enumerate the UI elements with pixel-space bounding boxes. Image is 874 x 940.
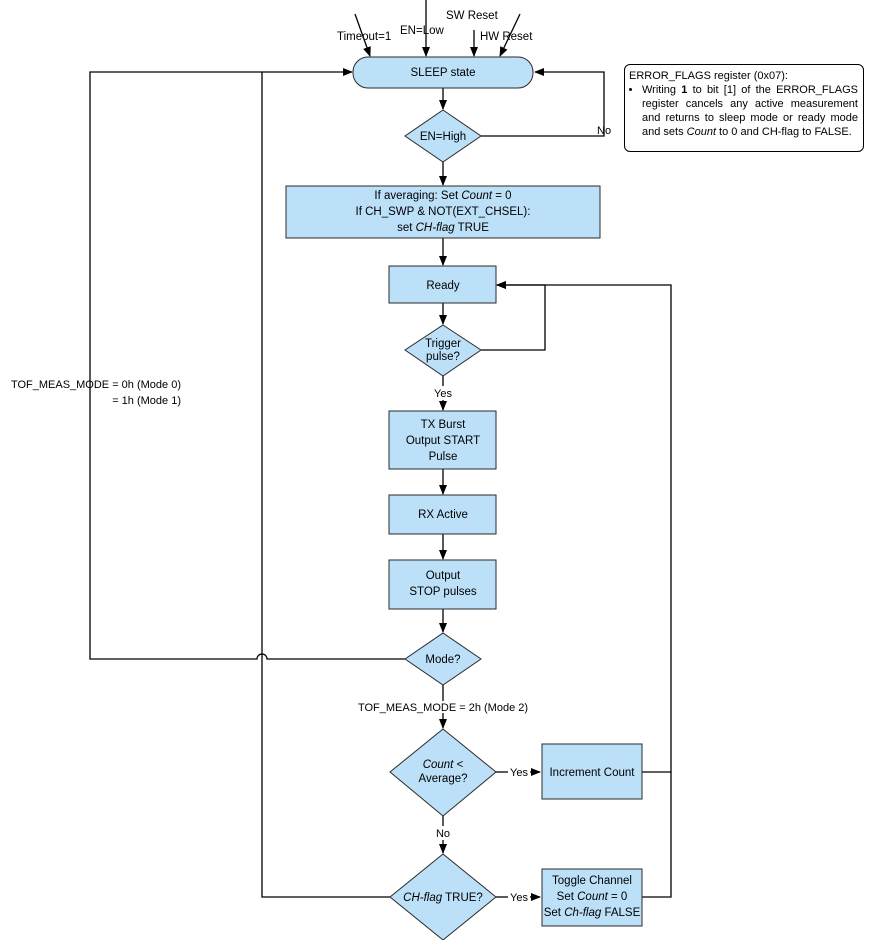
mode-0-1-label-line-2: = 1h (Mode 1): [112, 395, 181, 407]
edge-increment-to-ready: [496, 281, 672, 773]
rx-label: RX Active: [418, 509, 468, 521]
edges: [89, 0, 672, 901]
rx-active-node: [388, 494, 497, 535]
trigger-label-1: Trigger: [425, 338, 461, 350]
tx-label-3: Pulse: [429, 451, 458, 463]
mode-label: Mode?: [425, 654, 460, 666]
count-average-decision: [389, 728, 497, 817]
sleep-label: SLEEP state: [411, 67, 476, 79]
edge-chflag-false-to-sleep: [261, 72, 390, 898]
timeout-label: Timeout=1: [337, 31, 391, 43]
chflag-label: CH-flag TRUE?: [403, 892, 483, 904]
note-text-after: to 0 and CH-flag to FALSE.: [716, 126, 852, 138]
mode-decision: [404, 632, 482, 686]
stop-label-2: STOP pulses: [409, 586, 477, 598]
tx-label-2: Output START: [406, 435, 480, 447]
ready-node: [388, 265, 497, 304]
trigger-pulse-decision: [404, 324, 482, 377]
edge-labels: No Yes TOF_MEAS_MODE = 0h (Mode 0) = 1h …: [11, 125, 611, 904]
mode-2-label: TOF_MEAS_MODE = 2h (Mode 2): [358, 702, 528, 714]
init-line-2: If CH_SWP & NOT(EXT_CHSEL):: [356, 206, 531, 218]
count-label-1: Count <: [423, 759, 464, 771]
tx-burst-node: [388, 410, 497, 470]
edge-mode-0-1-to-sleep: [89, 68, 405, 660]
ready-label: Ready: [426, 280, 459, 292]
count-label-2: Average?: [418, 773, 467, 785]
init-line-1: If averaging: Set Count = 0: [374, 190, 511, 202]
node-labels: SLEEP state EN=High If averaging: Set Co…: [356, 67, 641, 919]
sleep-state-node: [352, 56, 534, 89]
increment-label: Increment Count: [549, 767, 635, 779]
yes-label-trigger: Yes: [434, 388, 452, 400]
edge-timeout-to-sleep: [354, 13, 371, 57]
init-line-3: set CH-flag TRUE: [397, 222, 489, 234]
note-text-middle: to bit [1] of the ERROR_FLAGS register c…: [642, 84, 858, 138]
en-low-label: EN=Low: [400, 25, 444, 37]
increment-count-node: [541, 743, 643, 800]
toggle-label-2: Set Count = 0: [557, 891, 628, 903]
edge-toggle-to-ready: [642, 772, 672, 898]
sw-reset-label: SW Reset: [446, 10, 499, 22]
edge-en-high-no-to-sleep: [481, 68, 605, 137]
no-label-en-high: No: [597, 125, 611, 137]
yes-label-count: Yes: [510, 767, 528, 779]
yes-label-chflag: Yes: [510, 892, 528, 904]
init-process-node: [285, 185, 601, 239]
mode-0-1-label-line-1: TOF_MEAS_MODE = 0h (Mode 0): [11, 379, 181, 391]
output-stop-node: [388, 559, 497, 610]
note-title: ERROR_FLAGS register (0x07):: [629, 70, 788, 82]
chflag-decision: [389, 853, 497, 940]
edge-hw-reset-to-sleep: [499, 13, 521, 57]
no-label-count: No: [436, 828, 450, 840]
note-italic-var: Count: [686, 126, 716, 138]
note-list: Writing 1 to bit [1] of the ERROR_FLAGS …: [629, 83, 858, 139]
toggle-channel-node: [541, 868, 643, 927]
input-labels: Timeout=1 EN=Low SW Reset HW Reset: [337, 10, 533, 43]
stop-label-1: Output: [426, 570, 461, 582]
hw-reset-label: HW Reset: [480, 31, 533, 43]
toggle-label-1: Toggle Channel: [552, 875, 632, 887]
note-item: Writing 1 to bit [1] of the ERROR_FLAGS …: [642, 83, 858, 139]
en-high-label: EN=High: [420, 131, 466, 143]
note-text-before: Writing: [642, 84, 682, 96]
error-flags-note: ERROR_FLAGS register (0x07): Writing 1 t…: [624, 64, 864, 152]
en-high-decision: [404, 109, 482, 163]
toggle-label-3: Set Ch-flag FALSE: [544, 907, 641, 919]
tx-label-1: TX Burst: [421, 419, 467, 431]
trigger-label-2: pulse?: [426, 351, 460, 363]
nodes: [285, 56, 643, 940]
note-bold-value: 1: [681, 84, 688, 96]
